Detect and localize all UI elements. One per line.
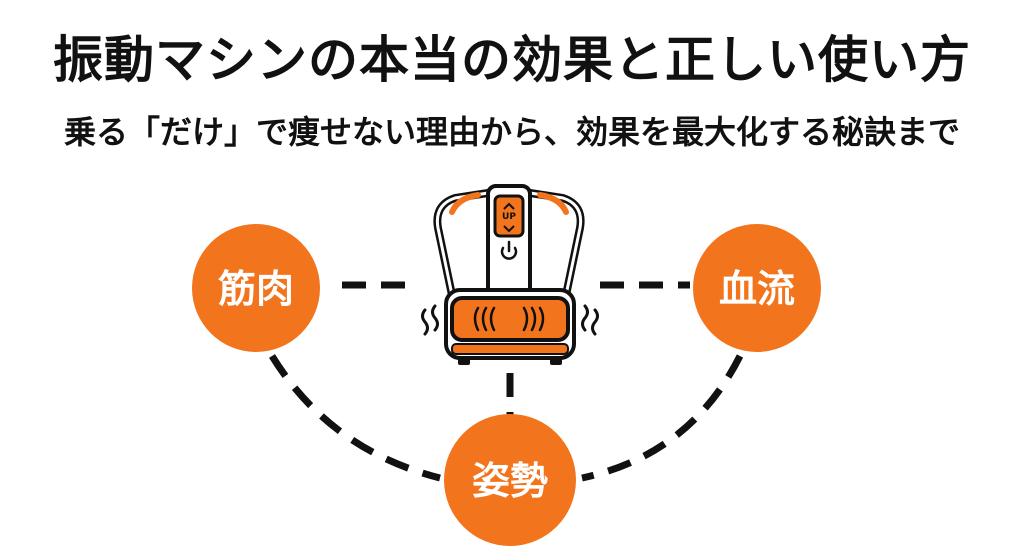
page-title: 振動マシンの本当の効果と正しい使い方 — [53, 31, 971, 89]
connector-right-bottom — [581, 354, 744, 482]
node-muscle: 筋肉 — [192, 224, 320, 352]
node-muscle-label: 筋肉 — [218, 267, 294, 311]
vibration-waves-icon — [421, 304, 599, 336]
node-posture: 姿勢 — [444, 414, 576, 546]
vibration-machine-icon: UP — [421, 184, 599, 365]
page-subtitle: 乗る「だけ」で痩せない理由から、効果を最大化する秘訣まで — [63, 113, 960, 151]
control-panel — [493, 194, 525, 238]
node-posture-label: 姿勢 — [472, 459, 548, 503]
node-bloodflow-label: 血流 — [719, 267, 795, 311]
connector-left-bottom — [269, 354, 441, 482]
control-up-label: UP — [502, 212, 516, 222]
platform-wave-marks — [473, 306, 545, 332]
power-icon — [500, 240, 518, 260]
node-bloodflow: 血流 — [693, 224, 821, 352]
